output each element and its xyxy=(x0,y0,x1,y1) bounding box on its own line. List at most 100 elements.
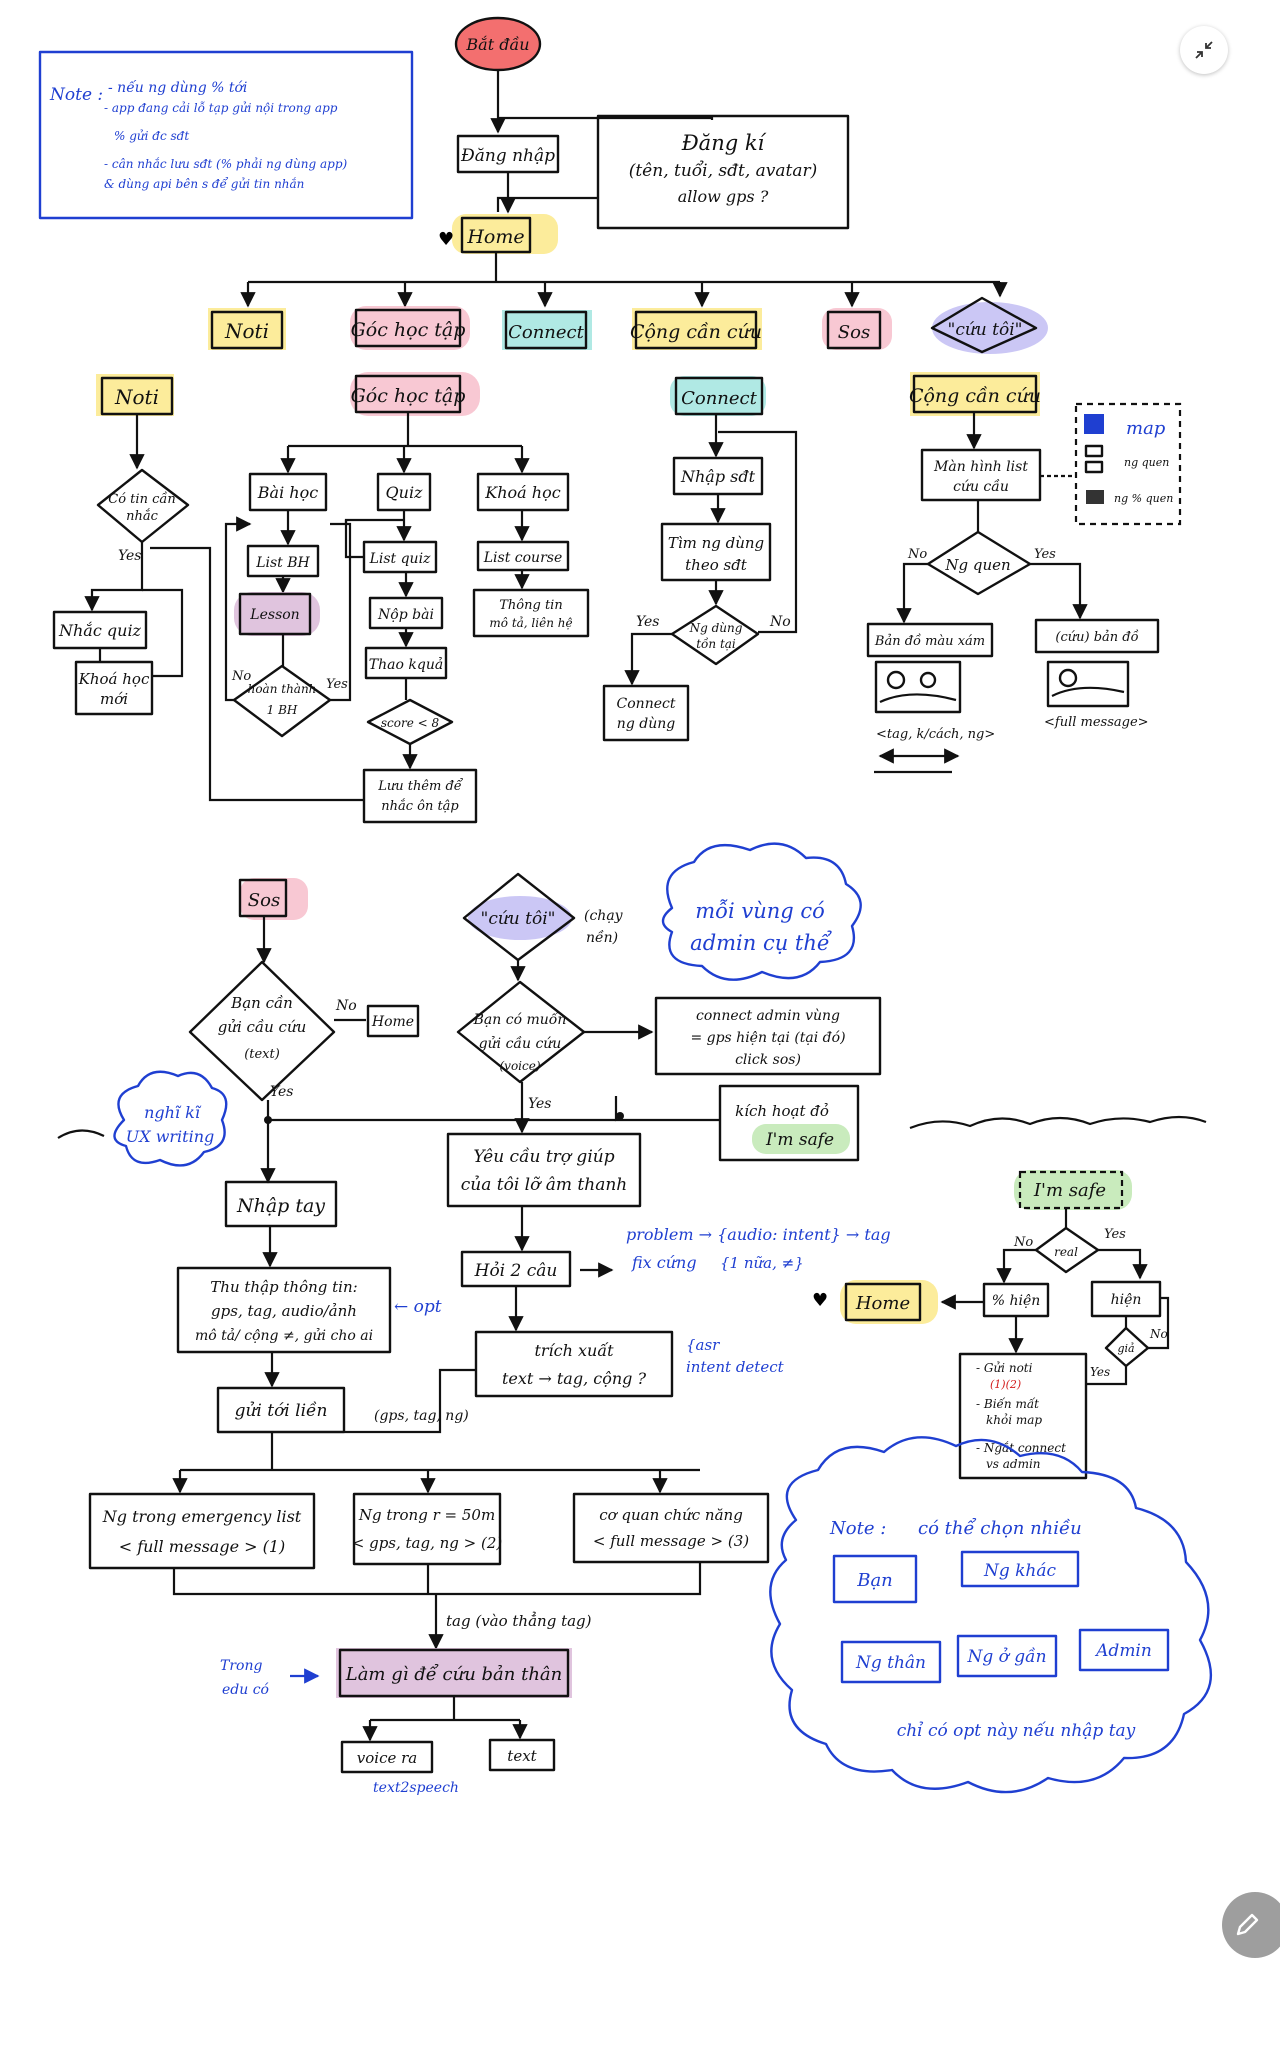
diagram-label: edu có xyxy=(222,1682,269,1698)
connect-column: Connect Nhập sđt Tìm ng dùng theo sđt Ng… xyxy=(602,376,798,742)
diagram-label: mô tả, liên hệ xyxy=(489,616,572,630)
diagram-label: Lưu thêm để xyxy=(377,778,464,794)
diagram-label: Bạn có muốn xyxy=(473,1011,567,1028)
diagram-label: Bạn xyxy=(856,1570,893,1591)
login-node: Đăng nhập xyxy=(456,134,560,174)
diagram-label: Home xyxy=(466,226,524,248)
diagram-label: voice ra xyxy=(357,1749,417,1767)
diagram-label: List quiz xyxy=(369,551,431,567)
diagram-label: allow gps ? xyxy=(678,187,769,206)
diagram-label: Noti xyxy=(114,385,159,409)
diagram-label: I'm safe xyxy=(1033,1180,1106,1201)
diagram-label: tag (vào thẳng tag) xyxy=(446,1612,592,1630)
diagram-label: "cứu tôi" xyxy=(948,320,1023,340)
voice-section: "cứu tôi" (chạy nền) Bạn có muốn gửi cầu… xyxy=(220,842,891,1796)
diagram-label: (tên, tuổi, sđt, avatar) xyxy=(629,161,818,181)
map-detail-icon xyxy=(1046,660,1130,708)
diagram-label: ng quen xyxy=(1124,456,1169,469)
diagram-label: - app đang cải lỗ tạp gửi nội trong app xyxy=(104,100,338,115)
diagram-label: % hiện xyxy=(992,1293,1041,1309)
diagram-label: Nhập tay xyxy=(236,1195,325,1217)
diagram-label: Yes xyxy=(1034,547,1056,562)
diagram-label: Quiz xyxy=(386,483,424,502)
diagram-label: score < 8 xyxy=(381,716,440,730)
diagram-label: text2speech xyxy=(373,1780,459,1796)
diagram-label: (text) xyxy=(244,1047,280,1062)
diagram-label: Connect xyxy=(508,322,585,343)
diagram-label: Tìm ng dùng xyxy=(668,534,764,552)
tab-community: Cộng cần cứu xyxy=(630,308,762,350)
diagram-label: Trong xyxy=(220,1658,262,1674)
diagram-label: ng dùng xyxy=(617,716,675,732)
diagram-label: ← opt xyxy=(394,1297,442,1317)
diagram-label: Cộng cần cứu xyxy=(909,385,1041,407)
options-note-cloud: Note : có thể chọn nhiều Bạn Ng khác Ng … xyxy=(769,1436,1213,1794)
diagram-label: Yes xyxy=(1104,1227,1126,1242)
diagram-label: Nhập sđt xyxy=(680,467,756,486)
diagram-label: nền) xyxy=(586,929,618,946)
diagram-label: Ng trong emergency list xyxy=(102,1507,302,1526)
study-column: Góc học tập Bài học Quiz Khoá học List B… xyxy=(150,372,590,824)
diagram-label: Hỏi 2 câu xyxy=(474,1261,558,1281)
diagram-label: Noti xyxy=(224,319,269,343)
diagram-label: Note : xyxy=(829,1518,886,1539)
diagram-label: Nhắc quiz xyxy=(58,621,142,640)
diagram-label: Bạn cần xyxy=(230,994,293,1012)
diagram-label: gửi cầu cứu xyxy=(218,1018,307,1036)
diagram-label: chỉ có opt này nếu nhập tay xyxy=(897,1721,1136,1741)
ux-cloud: nghĩ kĩ UX writing xyxy=(57,1070,1207,1167)
diagram-label: List course xyxy=(483,550,562,566)
diagram-label: Lesson xyxy=(249,607,299,623)
diagram-label: Ng thân xyxy=(855,1653,926,1673)
top-note: Note : - nếu ng dùng % tới - app đang cả… xyxy=(38,50,414,220)
diagram-label: I'm safe xyxy=(765,1130,834,1150)
diagram-label: < gps, tag, ng > (2) xyxy=(352,1534,503,1552)
diagram-label: Connect xyxy=(617,696,676,712)
heart-icon: ♥ xyxy=(438,229,454,250)
diagram-label: Làm gì để cứu bản thân xyxy=(345,1663,563,1685)
diagram-label: Yêu cầu trợ giúp xyxy=(473,1147,614,1167)
collapse-button[interactable] xyxy=(1180,26,1228,74)
diagram-label: Sos xyxy=(248,890,280,911)
diagram-label: (cứu) bản đồ xyxy=(1055,629,1138,645)
diagram-label: click sos) xyxy=(735,1052,801,1068)
diagram-label: vs admin xyxy=(986,1457,1041,1471)
diagram-label: của tôi lỡ âm thanh xyxy=(461,1175,627,1195)
diagram-label: cứu cầu xyxy=(953,478,1009,495)
diagram-label: nhắc xyxy=(126,508,158,524)
diagram-label: mỗi vùng có xyxy=(695,899,825,923)
diagram-label: Đăng kí xyxy=(681,131,767,155)
diagram-label: No xyxy=(907,547,927,562)
diagram-label: Khoá học xyxy=(484,483,560,502)
diagram-label: Bắt đầu xyxy=(465,35,529,54)
diagram-label: kích hoạt đỏ xyxy=(735,1102,829,1120)
diagram-label: No xyxy=(1013,1235,1033,1250)
diagram-label: cơ quan chức năng xyxy=(599,1506,743,1524)
start-node: Bắt đầu xyxy=(454,16,542,72)
diagram-label: Bài học xyxy=(257,483,318,502)
tab-sos: Sos xyxy=(822,308,892,350)
diagram-label: & dùng api bên s để gửi tin nhắn xyxy=(104,176,304,191)
diagram-label: No xyxy=(1149,1327,1168,1341)
diagram-label: Có tin cần xyxy=(108,491,175,507)
diagram-label: problem → {audio: intent} → tag xyxy=(626,1225,891,1244)
diagram-label: text xyxy=(507,1747,537,1765)
diagram-label: Màn hình list xyxy=(933,459,1028,475)
diagram-label: Thu thập thông tin: xyxy=(210,1278,357,1296)
diagram-label: nghĩ kĩ xyxy=(144,1103,202,1122)
edit-button[interactable] xyxy=(1222,1892,1280,1958)
diagram-label: text → tag, cộng ? xyxy=(502,1369,647,1388)
diagram-label: Thao kquả xyxy=(369,656,443,673)
diagram-label: Góc học tập xyxy=(351,385,466,407)
diagram-label: = gps hiện tại (tại đó) xyxy=(690,1030,845,1046)
diagram-label: Yes xyxy=(326,677,348,692)
diagram-label: Ng ở gần xyxy=(966,1647,1046,1667)
note-title: Note : xyxy=(49,85,103,105)
tab-study: Góc học tập xyxy=(350,306,470,350)
diagram-label: mô tả/ cộng ≠, gửi cho ai xyxy=(195,1327,373,1344)
diagram-label: < full message > (3) xyxy=(593,1532,749,1550)
diagram-label: UX writing xyxy=(126,1127,215,1146)
diagram-label: Connect xyxy=(681,388,758,409)
diagram-label: map xyxy=(1126,418,1166,439)
